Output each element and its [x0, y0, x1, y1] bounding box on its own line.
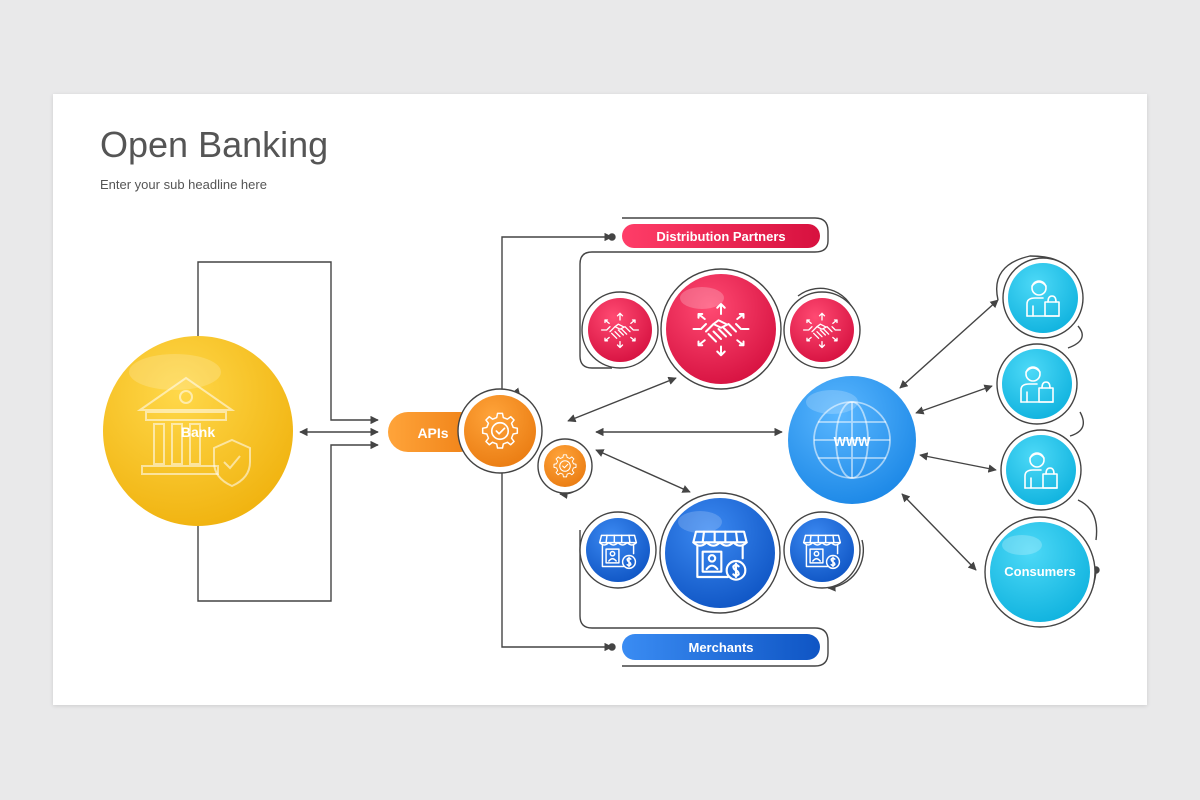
apis-node: APIs: [388, 388, 593, 494]
connector-lines: [197, 217, 1100, 667]
page-subtitle: Enter your sub headline here: [100, 177, 267, 192]
bank-label: Bank: [181, 424, 215, 440]
merchants-label: Merchants: [688, 640, 753, 655]
distribution-partners-label: Distribution Partners: [656, 229, 785, 244]
www-node: WWW: [788, 376, 916, 504]
apis-label: APIs: [417, 425, 448, 441]
consumers-label: Consumers: [1004, 564, 1076, 579]
bank-building-shield-icon: [136, 376, 251, 488]
merchants-node: Merchants: [579, 492, 861, 660]
www-label: WWW: [834, 434, 872, 449]
page-title: Open Banking: [100, 124, 329, 165]
globe-icon: [813, 401, 891, 479]
bank-node: Bank: [103, 336, 293, 526]
consumers-node: Consumers: [984, 257, 1096, 628]
distribution-partners-node: Distribution Partners: [581, 224, 861, 390]
